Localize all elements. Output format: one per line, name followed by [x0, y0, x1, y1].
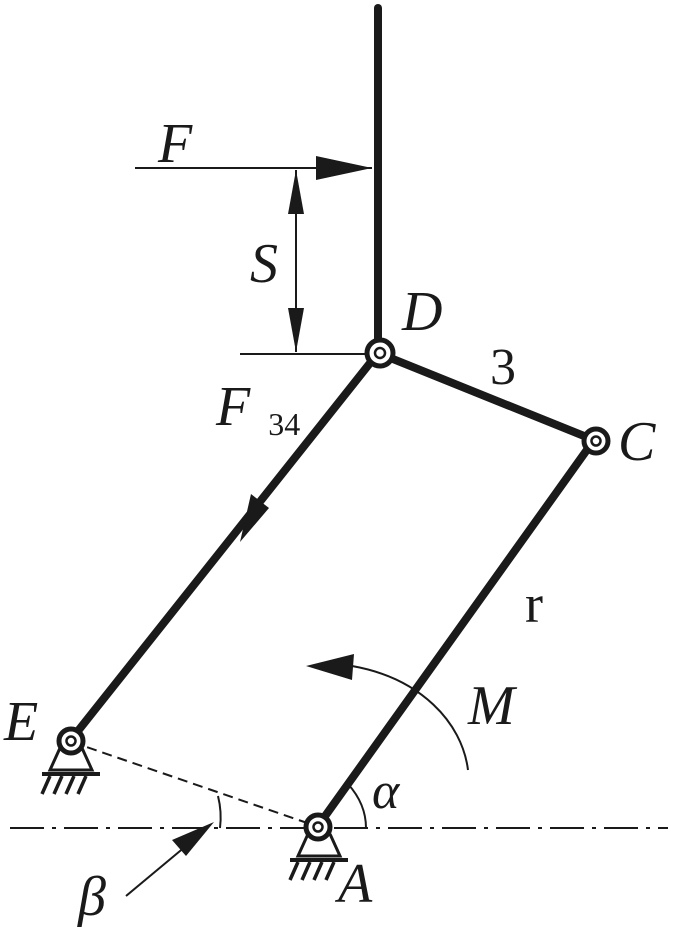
label-angle-alpha: α: [372, 763, 401, 820]
link-de: [66, 349, 382, 745]
crank-r: [314, 436, 598, 830]
label-joint-c: C: [618, 411, 656, 473]
label-force-f34-main: F: [215, 376, 251, 438]
s-arrowhead-top: [288, 170, 304, 214]
joint-e-pin: [56, 726, 86, 756]
label-joint-d: D: [401, 281, 442, 343]
moment-m-arrowhead: [306, 654, 354, 680]
label-angle-beta: β: [77, 866, 106, 928]
label-force-f34: F 34: [215, 376, 300, 442]
moment-m-arc: [351, 665, 469, 771]
label-distance-s: S: [250, 233, 278, 295]
label-link-3: 3: [490, 339, 516, 396]
alpha-arc: [347, 783, 367, 829]
force-f34-arrowhead: [240, 494, 269, 542]
label-force-f: F: [157, 113, 193, 175]
joint-a-pin: [303, 812, 333, 842]
s-arrowhead-bottom: [288, 308, 304, 352]
link-3: [374, 349, 598, 444]
label-joint-a: A: [334, 853, 373, 915]
label-moment-m: M: [467, 675, 518, 737]
label-joint-e: E: [3, 691, 38, 753]
beta-arrowhead: [172, 822, 214, 856]
beta-arc: [217, 795, 222, 829]
ground-support-e: [40, 747, 100, 795]
label-force-f34-sub: 34: [268, 406, 300, 442]
force-f-arrowhead: [316, 156, 372, 180]
ground-support-a: [288, 833, 348, 881]
ea-dashed-line: [71, 741, 317, 827]
label-crank-r: r: [525, 574, 543, 634]
joint-d-pin: [364, 337, 396, 369]
joint-c-pin: [581, 426, 611, 456]
